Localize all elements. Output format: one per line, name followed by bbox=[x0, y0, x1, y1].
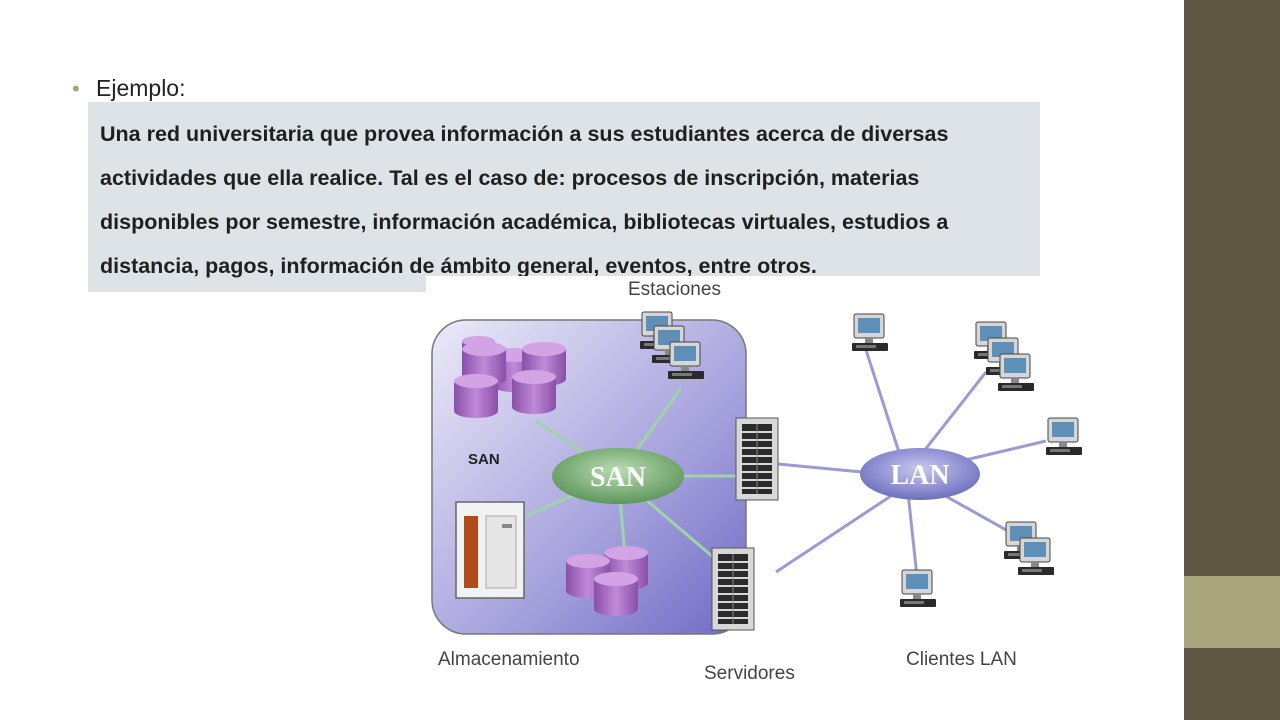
estaciones-label: Estaciones bbox=[628, 279, 721, 300]
workstation-icon bbox=[1045, 417, 1083, 456]
bullet-marker: • bbox=[72, 76, 80, 101]
example-text: Una red universitaria que provea informa… bbox=[100, 122, 949, 278]
san-zone-label: SAN bbox=[468, 451, 500, 468]
storage-array-icon bbox=[455, 501, 525, 599]
lan-hub bbox=[860, 448, 980, 500]
lan-hub-label: LAN bbox=[890, 460, 949, 491]
network-diagram: SAN SAN Estaciones LAN bbox=[426, 276, 1110, 686]
workstation-icon bbox=[899, 569, 937, 608]
storage-disk-icon bbox=[594, 572, 638, 616]
example-text-box bbox=[88, 102, 1040, 276]
workstation-icon bbox=[851, 313, 889, 352]
server-rack-icon bbox=[711, 547, 755, 631]
clientes-lan-label: Clientes LAN bbox=[906, 649, 1017, 670]
san-hub bbox=[552, 448, 684, 504]
storage-disk-icon bbox=[512, 370, 556, 414]
servidores-label: Servidores bbox=[704, 663, 795, 684]
san-hub-label: SAN bbox=[590, 462, 646, 493]
server-rack-icon bbox=[735, 417, 779, 501]
storage-disk-icon bbox=[454, 374, 498, 418]
almacenamiento-label: Almacenamiento bbox=[438, 649, 580, 670]
example-text-box-extension bbox=[88, 270, 426, 292]
bullet-text: Ejemplo: bbox=[96, 75, 186, 101]
side-accent bbox=[1184, 576, 1280, 648]
